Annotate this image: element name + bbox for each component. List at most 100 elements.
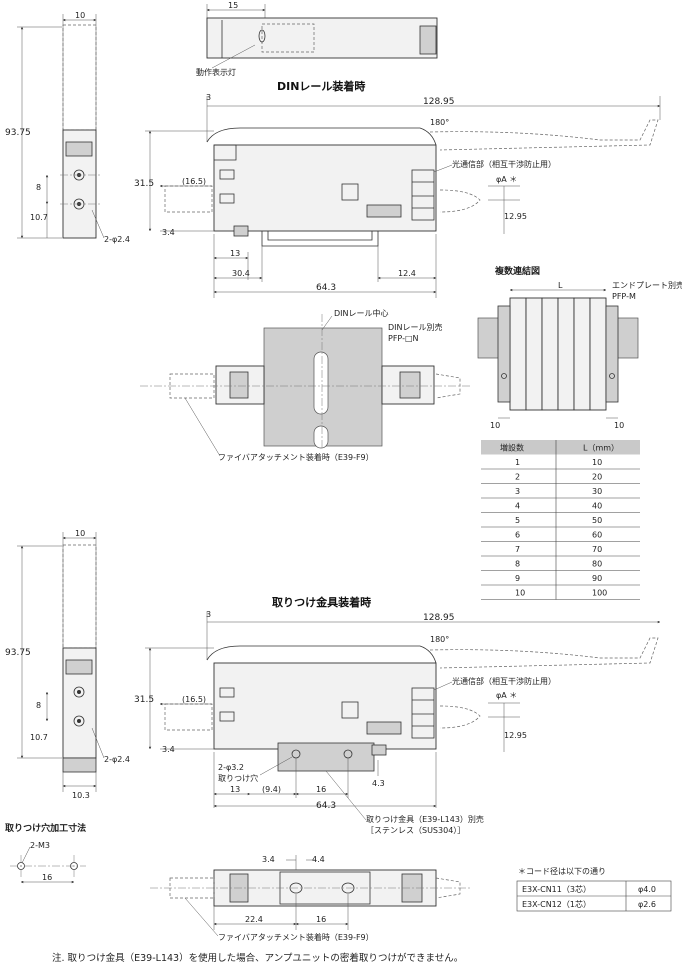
table-header: L（mm）: [583, 444, 619, 453]
cord-row-1-val: φ4.0: [638, 885, 656, 894]
hole-label-b: 2-φ2.4: [104, 755, 130, 764]
table-cell: 20: [592, 473, 602, 482]
dim-22-4: 22.4: [245, 915, 263, 924]
dim-10-7-b: 10.7: [30, 733, 48, 742]
dim-13-a: 13: [230, 249, 240, 258]
dim-93-75-a: 93.75: [5, 128, 31, 138]
mounting-hole-view: 取りつけ穴加工寸法 2-M3 16: [5, 822, 86, 884]
angle-180-b: 180°: [430, 635, 449, 644]
dim-12-4: 12.4: [398, 269, 416, 278]
footnote: 注. 取りつけ金具（E39-L143）を使用した場合、アンプユニットの密着取りつ…: [52, 952, 463, 964]
table-cell: 5: [515, 516, 520, 525]
m3-label: 2-M3: [30, 841, 50, 850]
hole-label-a: 2-φ2.4: [104, 235, 130, 244]
dim-12-95-a: 12.95: [504, 212, 527, 221]
cord-row-2-name: E3X-CN12（1芯）: [522, 899, 591, 909]
dim-10-a: 10: [75, 11, 85, 20]
dim-31-5-b: 31.5: [134, 695, 154, 705]
dim-128-95-a: 128.95: [423, 97, 455, 107]
dim-10-d: 10: [75, 529, 85, 538]
table-cell: 40: [592, 502, 602, 511]
table-cell: 10: [515, 589, 525, 598]
title-multi: 複数連結図: [494, 265, 540, 277]
dim-8-b: 8: [36, 701, 41, 710]
table-header: 増設数: [500, 443, 524, 453]
table-cell: 90: [592, 574, 602, 583]
bracket-sold-label: 取りつけ金具（E39-L143）別売: [366, 814, 484, 824]
din-rail-model-label: PFP-□N: [388, 334, 419, 343]
table-cell: 10: [592, 458, 602, 467]
dim-3-4-b: 3.4: [162, 745, 175, 754]
cord-table: ＊コード径は以下の通り E3X-CN11（3芯） φ4.0 E3X-CN12（1…: [516, 866, 672, 912]
optical-label-a: 光通信部（相互干渉防止用）: [452, 159, 556, 169]
table-cell: 2: [515, 473, 520, 482]
mount-hole-label-2: 取りつけ穴: [218, 773, 258, 783]
dim-12-95-b: 12.95: [504, 731, 527, 740]
dim-3-b: 3: [206, 610, 211, 619]
cord-title: ＊コード径は以下の通り: [518, 866, 606, 876]
phi-a-label-a: φA ＊: [496, 175, 517, 184]
dim-16-5-b: (16.5): [182, 695, 206, 704]
dim-10-7-a: 10.7: [30, 213, 48, 222]
dim-4-4: 4.4: [312, 855, 325, 864]
dim-31-5-a: 31.5: [134, 179, 154, 189]
table-cell: 4: [515, 502, 520, 511]
top-view-din: DINレール中心 DINレール別売 PFP-□N ファイバアタッチメント装着時（…: [140, 308, 470, 462]
dim-64-3-b: 64.3: [316, 801, 336, 811]
dim-64-3-a: 64.3: [316, 283, 336, 293]
dim-10-b: 10: [490, 421, 500, 430]
dim-4-3: 4.3: [372, 779, 385, 788]
cord-row-1-name: E3X-CN11（3芯）: [522, 884, 591, 894]
dim-13-b: 13: [230, 785, 240, 794]
table-cell: 50: [592, 516, 602, 525]
left-end-view-din: 10 93.75 8 10.7 2-φ2.4: [5, 11, 130, 244]
dim-93-75-b: 93.75: [5, 648, 31, 658]
side-view-din: DINレール装着時 128.95 3 180° 31.5 (16.5): [134, 79, 661, 298]
din-center-label: DINレール中心: [334, 308, 389, 318]
phi-a-label-b: φA ＊: [496, 691, 517, 700]
dim-128-95-b: 128.95: [423, 613, 455, 623]
table-cell: 6: [515, 531, 520, 540]
dim-10-c: 10: [614, 421, 624, 430]
end-plate-model: PFP-M: [612, 292, 636, 301]
title-mounting-hole: 取りつけ穴加工寸法: [5, 822, 86, 834]
multi-connection: 複数連結図 L エンドプレート別売 PFP-M 10 10: [477, 265, 682, 430]
top-view-bracket: 3.4 4.4 22.4 16 ファイバアタッチメント装着時（E39-F9）: [150, 855, 470, 942]
title-bracket: 取りつけ金具装着時: [272, 595, 371, 609]
amp-side-body: [213, 144, 437, 232]
dim-8-a: 8: [36, 183, 41, 192]
optical-label-b: 光通信部（相互干渉防止用）: [452, 676, 556, 686]
bracket-material-label: ［ステンレス（SUS304）］: [366, 826, 465, 835]
dim-10-3: 10.3: [72, 791, 90, 800]
dim-3-4-c: 3.4: [262, 855, 275, 864]
bracket: [277, 742, 375, 772]
table-cell: 3: [515, 487, 520, 496]
dim-15: 15: [228, 1, 238, 10]
table-cell: 80: [592, 560, 602, 569]
dim-16-b: 16: [42, 873, 52, 882]
side-view-bracket: 取りつけ金具装着時 128.95 3 180° 31.5 (16.5) 3.4 …: [134, 595, 661, 835]
dim-L: L: [558, 281, 563, 290]
dim-16-5-a: (16.5): [182, 177, 206, 186]
angle-180-a: 180°: [430, 118, 449, 127]
top-view-strip: 15 動作表示灯: [196, 1, 438, 77]
table-cell: 9: [515, 574, 520, 583]
dim-3-4-a: 3.4: [162, 228, 175, 237]
dim-30-4: 30.4: [232, 269, 250, 278]
din-rail-sold-label: DINレール別売: [388, 322, 443, 332]
table-cell: 8: [515, 560, 520, 569]
mount-hole-label-1: 2-φ3.2: [218, 763, 244, 772]
dim-9-4: (9.4): [262, 785, 281, 794]
indicator-label: 動作表示灯: [196, 67, 236, 77]
cord-row-2-val: φ2.6: [638, 900, 656, 909]
table-cell: 1: [515, 458, 520, 467]
dim-3-a: 3: [206, 93, 211, 102]
table-cell: 30: [592, 487, 602, 496]
fiber-attach-label-a: ファイバアタッチメント装着時（E39-F9）: [218, 452, 374, 462]
table-cell: 70: [592, 545, 602, 554]
indicator-lamp: [258, 29, 266, 43]
fiber-attach-label-b: ファイバアタッチメント装着時（E39-F9）: [218, 932, 374, 942]
table-cell: 60: [592, 531, 602, 540]
